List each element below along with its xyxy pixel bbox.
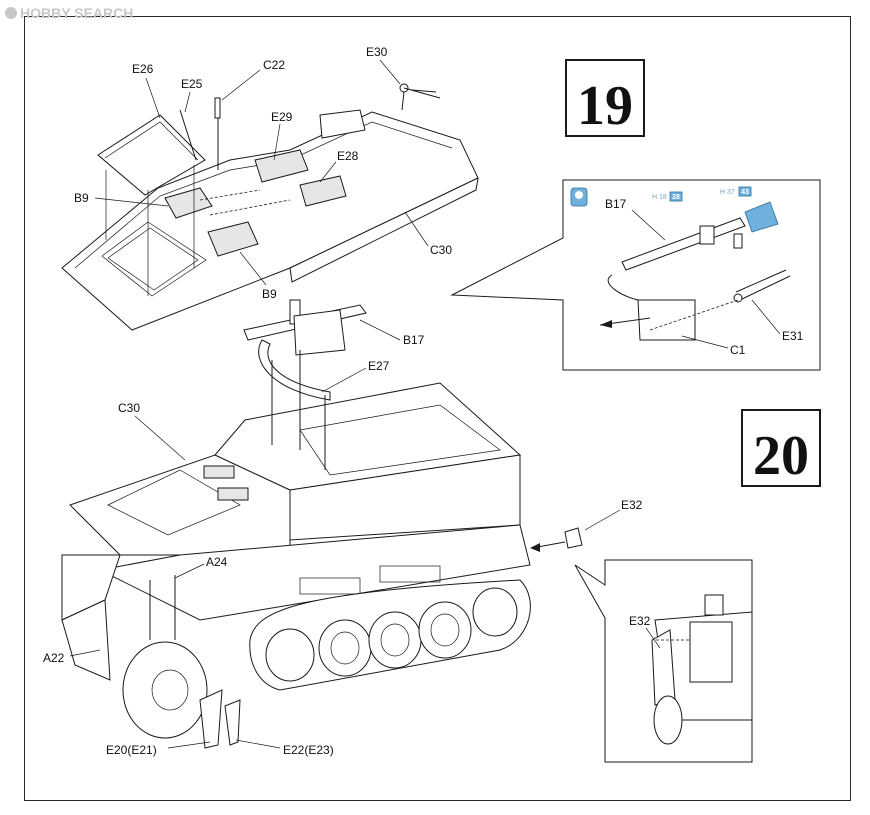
step20-vehicle bbox=[61, 299, 531, 749]
part-labels: E26 E25 C22 E30 E29 E28 B9 C30 B9 B17 E2… bbox=[43, 45, 804, 757]
inset-badge-1: 28 bbox=[672, 194, 680, 201]
label-a22: A22 bbox=[43, 651, 65, 665]
inset-code-1: H 18 bbox=[652, 194, 667, 201]
watermark-text: HOBBY SEARCH bbox=[20, 5, 133, 21]
track-run bbox=[249, 579, 531, 691]
small-parts-group bbox=[214, 83, 441, 170]
label-e31: E31 bbox=[782, 329, 804, 343]
label-b17-main: B17 bbox=[403, 333, 425, 347]
label-e20-e21: E20(E21) bbox=[106, 743, 157, 757]
label-e22-e23: E22(E23) bbox=[283, 743, 334, 757]
label-b9-bottom: B9 bbox=[262, 287, 277, 301]
step19-inset: H 18 28 H 37 43 bbox=[450, 179, 821, 371]
label-e27: E27 bbox=[368, 359, 390, 373]
step-19-box: 19 bbox=[565, 59, 645, 137]
step-20-box: 20 bbox=[741, 409, 821, 487]
label-c1: C1 bbox=[730, 343, 746, 357]
watermark: HOBBY SEARCH bbox=[5, 5, 133, 21]
inset-badge-2: 43 bbox=[741, 189, 749, 196]
label-b17-inset: B17 bbox=[605, 197, 627, 211]
label-c22: C22 bbox=[263, 58, 285, 72]
label-a24: A24 bbox=[206, 555, 228, 569]
label-e30: E30 bbox=[366, 45, 388, 59]
label-e26: E26 bbox=[132, 62, 154, 76]
label-e28: E28 bbox=[337, 149, 359, 163]
machine-gun-inset bbox=[621, 201, 779, 271]
label-e25: E25 bbox=[181, 77, 203, 91]
inset-code-2: H 37 bbox=[720, 189, 735, 196]
label-e32-inset: E32 bbox=[629, 614, 651, 628]
step20-inset bbox=[574, 559, 753, 763]
step-20-number: 20 bbox=[753, 425, 809, 487]
page-border bbox=[24, 16, 851, 801]
label-e29: E29 bbox=[271, 110, 293, 124]
label-b9-top: B9 bbox=[74, 191, 89, 205]
label-e32-main: E32 bbox=[621, 498, 643, 512]
label-c30-top: C30 bbox=[430, 243, 452, 257]
step-19-number: 19 bbox=[577, 75, 633, 137]
gun-and-shield bbox=[243, 299, 367, 401]
step19-deck-assembly bbox=[61, 83, 479, 331]
label-c30-main: C30 bbox=[118, 401, 140, 415]
e32-part bbox=[530, 509, 621, 552]
